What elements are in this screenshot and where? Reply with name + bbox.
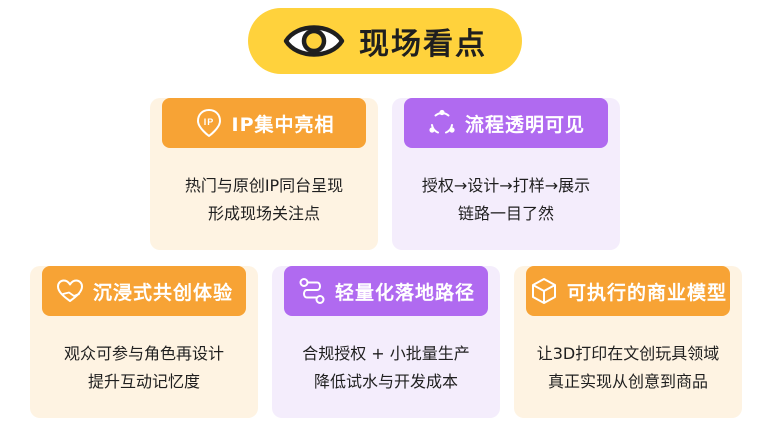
heart-hand-icon	[56, 279, 83, 302]
svg-text:IP: IP	[203, 117, 214, 127]
card-description: 让3D打印在文创玩具领域 真正实现从创意到商品	[514, 340, 742, 396]
card-title: 流程透明可见	[464, 113, 585, 136]
highlight-card-immersive: 沉浸式共创体验 观众可参与角色再设计 提升互动记忆度	[30, 266, 258, 418]
card-description-line: 提升互动记忆度	[87, 372, 200, 391]
section-title-banner: 现场看点	[248, 8, 522, 74]
card-description-line: 降低试水与开发成本	[313, 372, 458, 391]
process-cycle-icon	[429, 109, 455, 134]
card-description: 热门与原创IP同台呈现 形成现场关注点	[150, 172, 378, 228]
highlight-card-ip: IP IP集中亮相 热门与原创IP同台呈现 形成现场关注点	[150, 98, 378, 250]
card-description-line: 链路一目了然	[457, 204, 554, 223]
card-title: 轻量化落地路径	[334, 281, 475, 304]
card-title-tag: IP IP集中亮相	[162, 98, 366, 148]
ip-location-pin-icon: IP	[196, 109, 221, 137]
card-description-line: 授权→设计→打样→展示	[421, 176, 591, 195]
eye-icon	[283, 25, 345, 57]
card-description-line: 形成现场关注点	[207, 204, 320, 223]
route-path-icon	[299, 278, 325, 304]
card-description: 授权→设计→打样→展示 链路一目了然	[392, 172, 620, 228]
card-title: 沉浸式共创体验	[92, 281, 233, 304]
cube-icon	[531, 278, 556, 304]
highlight-card-lightweight: 轻量化落地路径 合规授权 + 小批量生产 降低试水与开发成本	[272, 266, 500, 418]
highlight-card-business-model: 可执行的商业模型 让3D打印在文创玩具领域 真正实现从创意到商品	[514, 266, 742, 418]
page-title: 现场看点	[359, 27, 487, 62]
card-title: IP集中亮相	[231, 113, 335, 136]
card-description-line: 真正实现从创意到商品	[547, 372, 708, 391]
card-description: 观众可参与角色再设计 提升互动记忆度	[30, 340, 258, 396]
card-description: 合规授权 + 小批量生产 降低试水与开发成本	[272, 340, 500, 396]
card-title-tag: 轻量化落地路径	[284, 266, 488, 316]
card-description-line: 观众可参与角色再设计	[63, 344, 224, 363]
card-title: 可执行的商业模型	[566, 281, 727, 304]
highlight-card-process: 流程透明可见 授权→设计→打样→展示 链路一目了然	[392, 98, 620, 250]
card-title-tag: 流程透明可见	[404, 98, 608, 148]
card-title-tag: 可执行的商业模型	[526, 266, 730, 316]
card-description-line: 让3D打印在文创玩具领域	[536, 344, 720, 363]
card-description-line: 热门与原创IP同台呈现	[184, 176, 344, 195]
card-title-tag: 沉浸式共创体验	[42, 266, 246, 316]
card-description-line: 合规授权 + 小批量生产	[302, 344, 470, 363]
